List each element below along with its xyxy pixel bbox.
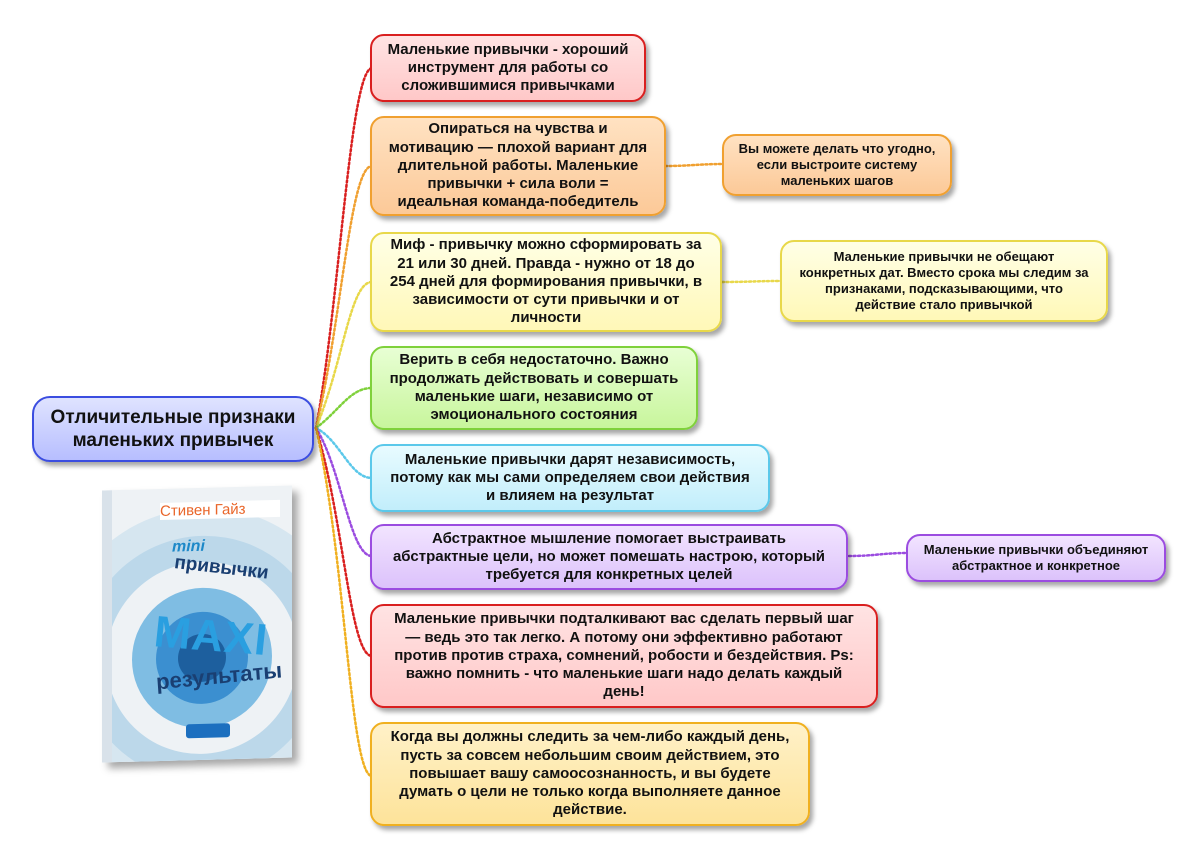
branch-node-b7[interactable]: Маленькие привычки подталкивают вас сдел… xyxy=(370,604,878,708)
connector-b6 xyxy=(314,426,374,558)
subnode-s3[interactable]: Маленькие привычки не обещают конкретных… xyxy=(780,240,1108,322)
connector-s3 xyxy=(720,279,784,284)
branch-node-b1[interactable]: Маленькие привычки - хороший инструмент … xyxy=(370,34,646,102)
book-cover-rings xyxy=(102,485,292,763)
connector-b3 xyxy=(314,280,374,430)
central-topic-line1: Отличительные признаки xyxy=(50,406,296,428)
book-title-maxi: MAXI xyxy=(151,607,271,666)
branch-node-b3[interactable]: Миф - привычку можно сформировать за 21 … xyxy=(370,232,722,332)
connector-b2 xyxy=(314,164,374,430)
connector-b5 xyxy=(314,426,374,480)
connector-b1 xyxy=(314,66,374,430)
connector-s6 xyxy=(847,551,910,558)
branch-node-b4[interactable]: Верить в себя недостаточно. Важно продол… xyxy=(370,346,698,430)
branch-node-b6[interactable]: Абстрактное мышление помогает выстраиват… xyxy=(370,524,848,590)
branch-node-b5[interactable]: Маленькие привычки дарят независимость, … xyxy=(370,444,770,512)
connector-s2 xyxy=(663,162,726,168)
branch-node-b8[interactable]: Когда вы должны следить за чем-либо кажд… xyxy=(370,722,810,826)
central-topic-line2: маленьких привычек xyxy=(72,430,274,451)
subnode-s6[interactable]: Маленькие привычки объединяют абстрактно… xyxy=(906,534,1166,582)
connector-b7 xyxy=(314,426,374,658)
subnode-s2[interactable]: Вы можете делать что угодно, если выстро… xyxy=(722,134,952,196)
branch-node-b2[interactable]: Опираться на чувства и мотивацию — плохо… xyxy=(370,116,666,216)
connector-b8 xyxy=(314,426,374,778)
book-cover-image: Стивен Гайз mini привычки MAXI результат… xyxy=(102,485,292,763)
connector-b4 xyxy=(314,386,374,430)
book-author: Стивен Гайз xyxy=(160,499,280,520)
central-topic[interactable]: Отличительные признаки маленьких привыче… xyxy=(32,396,314,462)
publisher-logo-icon xyxy=(186,723,230,739)
